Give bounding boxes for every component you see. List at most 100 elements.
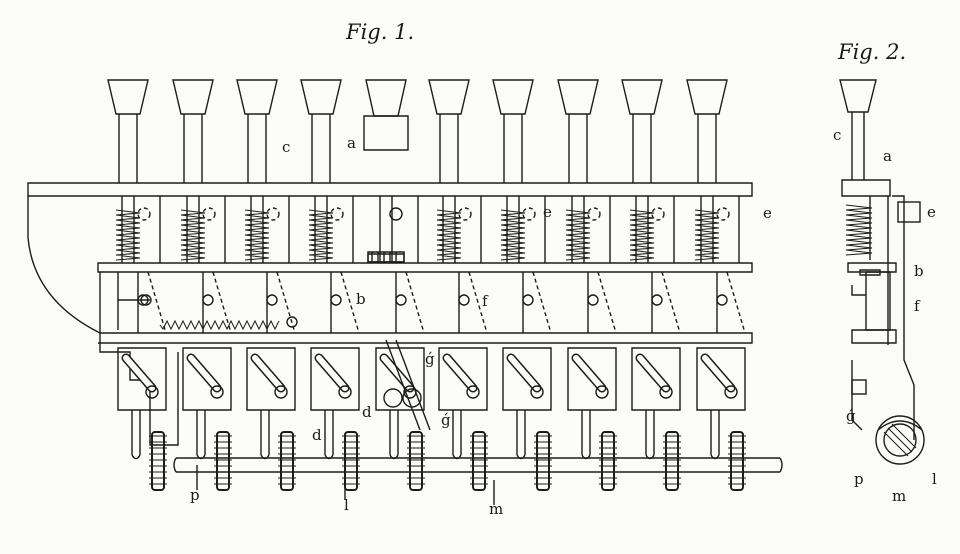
key-unit-4	[300, 79, 360, 491]
pinion-e	[587, 207, 601, 221]
key-unit-1	[107, 79, 167, 491]
fig2-key-cap	[839, 79, 877, 113]
lever-pivot	[137, 294, 149, 306]
cam-slot-inner	[381, 355, 413, 391]
pinion-e	[522, 207, 536, 221]
ratchet-wheel	[409, 431, 423, 491]
cam-pin	[274, 385, 288, 399]
cam-slot-inner	[573, 355, 605, 391]
slide-plate	[631, 347, 681, 411]
cam-pin	[466, 385, 480, 399]
coil-spring	[180, 209, 206, 261]
pawl-d	[581, 410, 591, 455]
lever-pivot	[651, 294, 663, 306]
fig2-hatch	[883, 423, 917, 457]
key-cap	[428, 79, 470, 115]
lever-f	[340, 271, 360, 334]
cam-pin	[210, 385, 224, 399]
fig1-label-b: b	[356, 290, 366, 308]
pinion-e	[202, 207, 216, 221]
key-stem	[632, 114, 652, 183]
fig1-label-a: a	[347, 134, 356, 152]
fig2-lower-rail	[851, 285, 897, 344]
fig2-label-g: ǵ	[846, 407, 856, 425]
slide-plate	[502, 347, 552, 411]
fig2-top-rail	[841, 179, 891, 197]
lever-f	[147, 271, 167, 334]
coil-spring	[500, 209, 526, 261]
pawl-d	[710, 410, 720, 455]
center-linkage	[383, 339, 431, 431]
pinion-e	[330, 207, 344, 221]
left-pivot	[140, 294, 152, 306]
lever-pivot	[716, 294, 728, 306]
fig2-label-e: e	[927, 203, 936, 221]
fig2-wheel-inner	[883, 423, 917, 457]
lever-pivot	[266, 294, 278, 306]
coil-spring	[436, 209, 462, 261]
fig1-label-g1: ǵ	[425, 350, 435, 368]
ratchet-wheel	[730, 431, 744, 491]
fig2-side-view	[839, 79, 925, 465]
key-cap	[686, 79, 728, 115]
left-bracket	[117, 272, 150, 330]
lever-f	[597, 271, 617, 334]
slide-plate	[310, 347, 360, 411]
fig1-label-m: m	[489, 500, 504, 518]
key-unit-9	[621, 79, 681, 491]
key-unit-10	[686, 79, 746, 491]
lever-f	[405, 271, 425, 334]
lever-pivot	[330, 294, 342, 306]
key-stem	[503, 114, 523, 183]
ratchet-wheel	[665, 431, 679, 491]
stop-block	[367, 253, 405, 263]
fig2-tab	[859, 269, 881, 276]
pawl-d	[389, 410, 399, 455]
fig2-label-m: m	[892, 487, 907, 505]
fig1-title: Fig. 1.	[346, 20, 415, 44]
main-shaft	[173, 457, 783, 505]
cam-pin	[595, 385, 609, 399]
cam-slot-inner	[188, 355, 220, 391]
fig2-label-l: l	[932, 470, 937, 488]
key-stem	[247, 114, 267, 183]
tension-spring	[159, 316, 298, 331]
fig2-spring	[845, 204, 873, 256]
fig1-label-l: l	[344, 496, 349, 514]
key-cap	[365, 79, 407, 117]
key-cap	[107, 79, 149, 115]
lever-f	[726, 271, 746, 334]
pinion-e	[266, 207, 280, 221]
key-unit-8	[557, 79, 617, 491]
ratchet-wheel	[344, 431, 358, 491]
key-cap	[557, 79, 599, 115]
key-unit-5	[363, 79, 425, 491]
fig2-label-c: c	[833, 126, 842, 144]
lever-f	[532, 271, 552, 334]
cam-slot-inner	[637, 355, 669, 391]
pawl-d	[645, 410, 655, 455]
link-bar	[385, 339, 431, 431]
stop-hatch	[367, 251, 405, 263]
key-stem	[118, 114, 138, 183]
lever-f	[661, 271, 681, 334]
slide-plate	[567, 347, 617, 411]
key-cap	[236, 79, 278, 115]
cam-slot-inner	[252, 355, 284, 391]
fig1-label-e2: e	[763, 204, 772, 222]
fig1-label-f: f	[482, 292, 488, 310]
pinion-e	[458, 207, 472, 221]
fig2-label-b: b	[914, 262, 924, 280]
key-cap	[172, 79, 214, 115]
leader-lines	[196, 465, 495, 505]
pinion-e	[651, 207, 665, 221]
slide-plate	[246, 347, 296, 411]
fig2-lever-b	[865, 271, 891, 331]
key-cap-depressed	[363, 115, 409, 151]
ratchet-wheel	[472, 431, 486, 491]
pawl-d	[260, 410, 270, 455]
fig2-label-f: f	[914, 297, 920, 315]
pawl-d	[196, 410, 206, 455]
left-end-plate	[27, 196, 179, 446]
lever-pivot	[395, 294, 407, 306]
